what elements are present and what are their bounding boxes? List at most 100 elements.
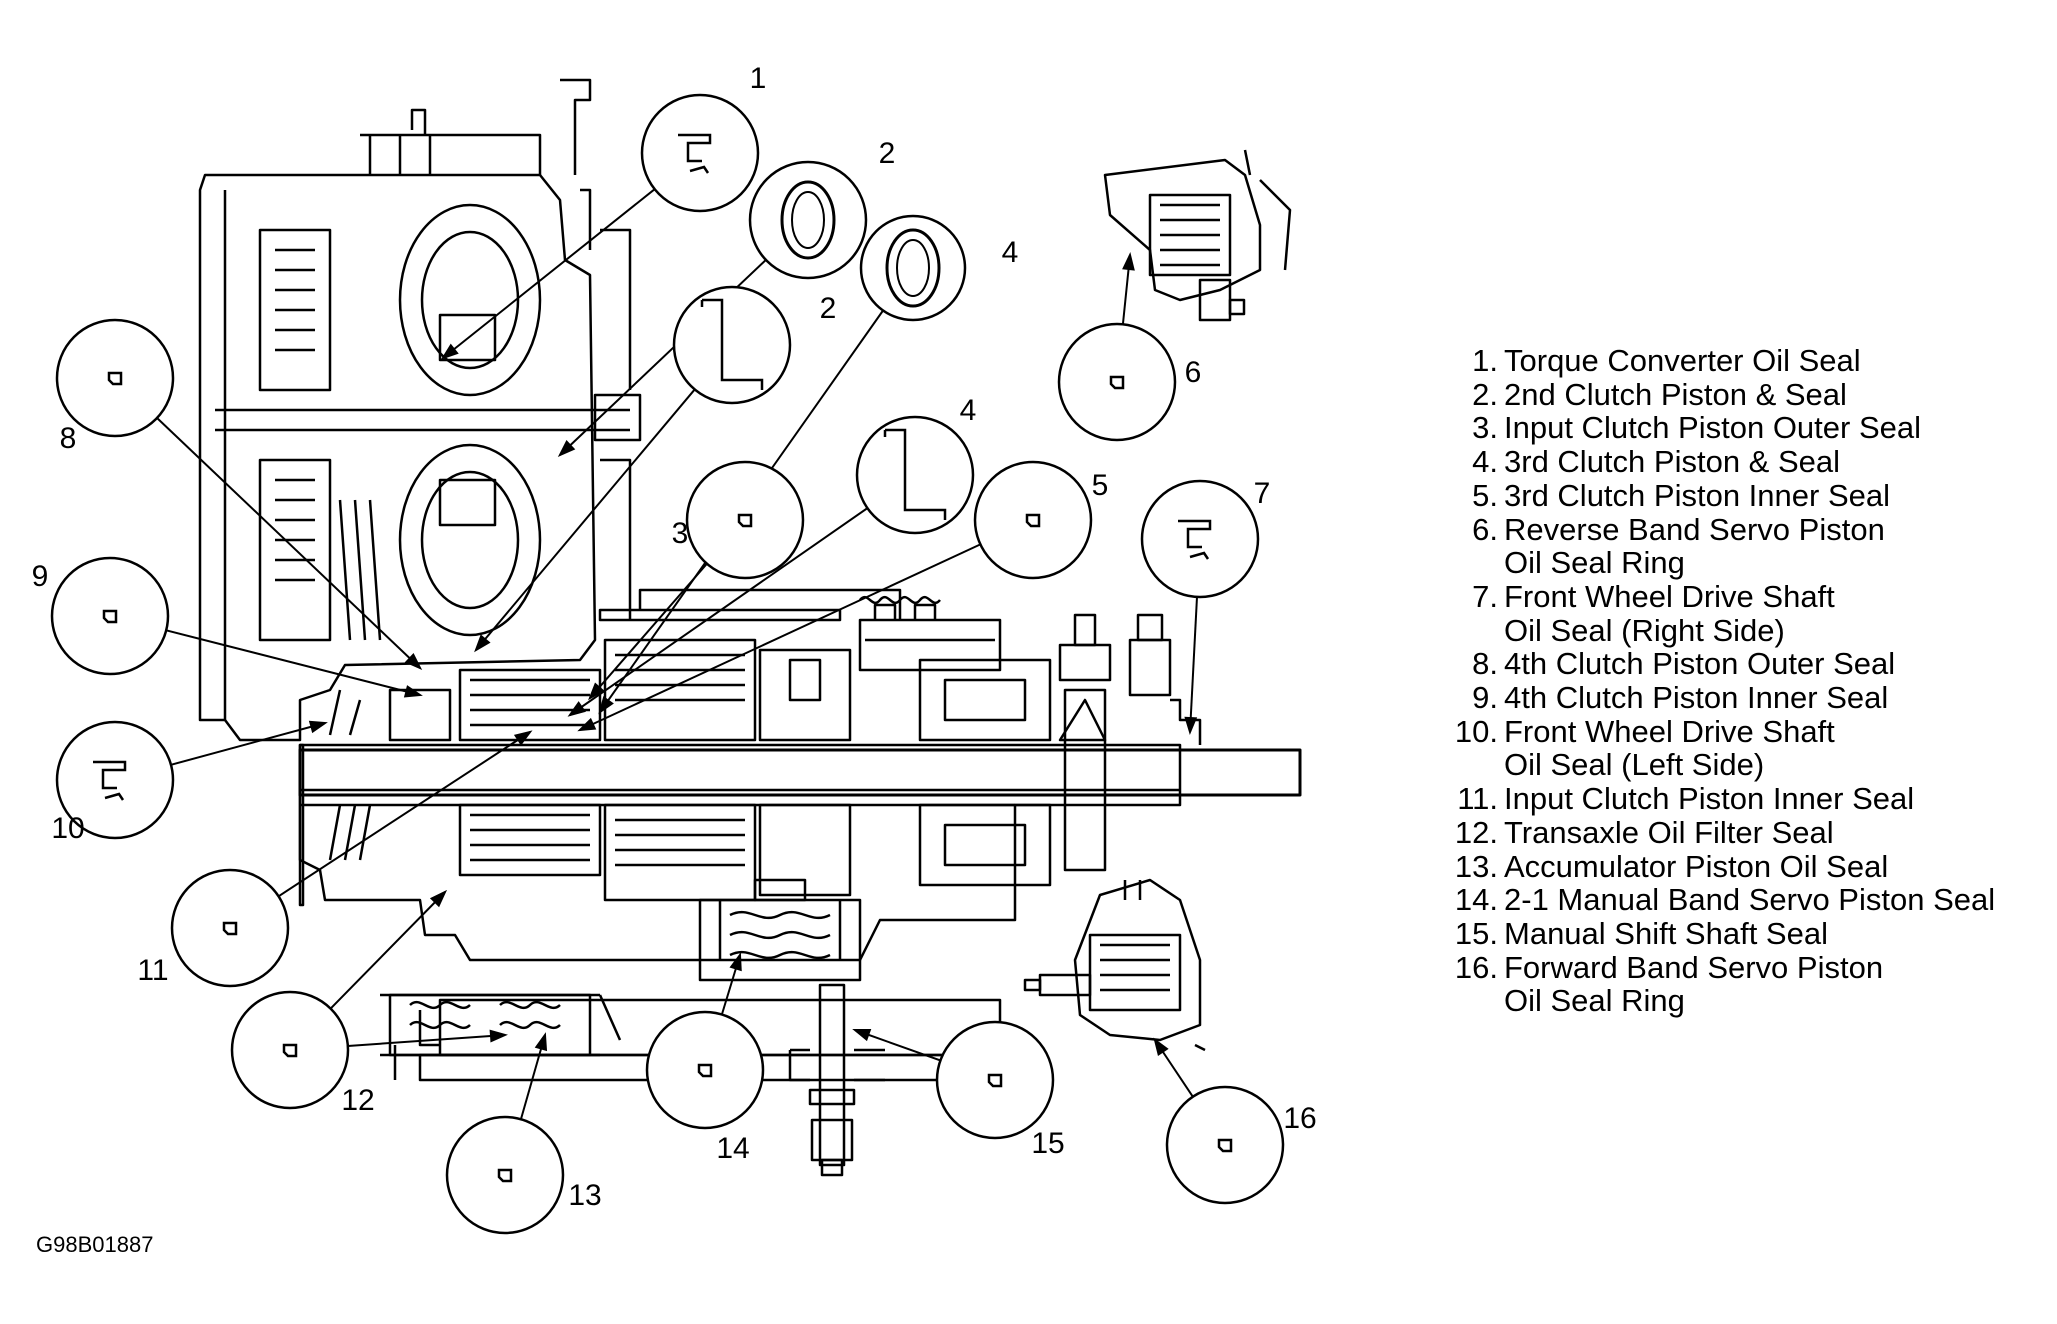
callout-number: 3 — [672, 517, 689, 550]
legend-item-number: 9. — [1472, 680, 1498, 716]
legend-item: 15.Manual Shift Shaft Seal — [1455, 917, 2046, 951]
legend-item-text: Torque Converter Oil Seal — [1500, 344, 2046, 378]
legend-item-line: Transaxle Oil Filter Seal — [1504, 814, 1834, 850]
callout-number: 14 — [716, 1132, 749, 1165]
legend-item-text: 3rd Clutch Piston Inner Seal — [1500, 479, 2046, 513]
detail-circle-12: 12 — [230, 990, 375, 1117]
piston-profile-icon — [883, 428, 947, 520]
seal-section-icon — [737, 513, 753, 528]
seal-section-icon — [1109, 375, 1125, 390]
legend-item: 3.Input Clutch Piston Outer Seal — [1456, 411, 2046, 445]
leader-line-15-16 — [854, 1029, 941, 1062]
legend-item-line: Oil Seal Ring — [1504, 545, 1685, 581]
legend-item: 8.4th Clutch Piston Outer Seal — [1456, 647, 2046, 681]
detail-circle-outline — [1165, 1085, 1285, 1205]
legend-item-line: Front Wheel Drive Shaft — [1504, 578, 1835, 614]
detail-circle-outline — [973, 460, 1093, 580]
detail-circle-outline — [685, 460, 805, 580]
callout-number: 4 — [960, 394, 977, 427]
seal-section-icon — [1217, 1138, 1233, 1153]
legend-item: 2.2nd Clutch Piston & Seal — [1456, 378, 2046, 412]
detail-circle-5: 5 — [973, 460, 1109, 580]
detail-circle-outline — [50, 556, 170, 676]
legend-item-text: 2nd Clutch Piston & Seal — [1500, 378, 2046, 412]
seal-section-icon — [497, 1168, 513, 1183]
legend-item-number: 6. — [1472, 511, 1498, 547]
leader-line-9-10 — [165, 629, 421, 696]
callout-number: 5 — [1092, 469, 1109, 502]
legend-item-line: 2nd Clutch Piston & Seal — [1504, 376, 1847, 412]
legend-item-line: Front Wheel Drive Shaft — [1504, 713, 1835, 749]
legend-item-text: Accumulator Piston Oil Seal — [1500, 849, 2046, 884]
legend-item-text: Input Clutch Piston Outer Seal — [1500, 411, 2046, 445]
legend-item-line: 3rd Clutch Piston Inner Seal — [1504, 477, 1890, 513]
legend-item-line: 4th Clutch Piston Inner Seal — [1504, 680, 1889, 716]
callout-number: 7 — [1254, 477, 1271, 510]
legend-item-text: 2-1 Manual Band Servo Piston Seal — [1500, 883, 2046, 917]
detail-circle-outline — [1057, 322, 1177, 442]
leader-line-7-8-arrowhead — [1184, 716, 1198, 735]
leader-line-3-3-arrowhead — [588, 682, 605, 701]
callout-number: 4 — [1002, 236, 1019, 269]
detail-circle-8: 8 — [55, 318, 175, 455]
leader-line-extra-0-arrowhead — [489, 1029, 508, 1043]
leader-lines — [156, 188, 1198, 1120]
leader-line-extra-0 — [347, 1034, 506, 1047]
legend-item-text: Manual Shift Shaft Seal — [1500, 917, 2046, 951]
seal-lip-profile-icon — [678, 133, 712, 174]
legend-item-line: Oil Seal (Left Side) — [1504, 747, 1765, 783]
seal-section-icon — [987, 1073, 1003, 1088]
leader-line-14-15-arrowhead — [729, 952, 742, 972]
detail-circle-14: 14 — [645, 1010, 765, 1165]
callout-number: 12 — [341, 1084, 374, 1117]
legend-item: 14.2-1 Manual Band Servo Piston Seal — [1455, 883, 2046, 917]
legend-item-line: Input Clutch Piston Inner Seal — [1504, 781, 1915, 817]
ring-seal-icon — [791, 191, 825, 249]
legend-item-line: Torque Converter Oil Seal — [1504, 343, 1861, 378]
detail-circle-3: 3 — [672, 460, 805, 580]
legend-item-line: Manual Shift Shaft Seal — [1504, 915, 1828, 951]
leader-line-4-5-arrowhead — [567, 701, 586, 717]
callout-number: 8 — [60, 422, 77, 455]
detail-circle-outline — [55, 318, 175, 438]
detail-circle-outline — [1140, 479, 1260, 599]
leader-line-1-0-arrowhead — [440, 343, 459, 360]
seal-section-icon — [697, 1063, 713, 1078]
legend-item-text: 4th Clutch Piston Inner Seal — [1500, 681, 2046, 715]
leader-line-2-1-arrowhead — [557, 440, 576, 458]
legend-item: 4.3rd Clutch Piston & Seal — [1456, 445, 2046, 479]
detail-circle-outline — [55, 720, 175, 840]
detail-circle-15: 15 — [935, 1020, 1065, 1160]
detail-circle-outline — [645, 1010, 765, 1130]
leader-line-8-9-arrowhead — [404, 653, 423, 671]
seal-section-icon — [222, 921, 238, 936]
callout-number: 15 — [1031, 1127, 1064, 1160]
leader-line-5-6-arrowhead — [577, 717, 597, 732]
detail-circle-outline — [230, 990, 350, 1110]
legend-item-number: 14. — [1454, 882, 1498, 918]
callout-number: 10 — [51, 812, 84, 845]
leader-line-13-14-arrowhead — [534, 1032, 548, 1052]
detail-circle-10: 10 — [51, 720, 175, 845]
legend-item-line: Oil Seal (Right Side) — [1504, 612, 1785, 648]
detail-circle-outline — [935, 1020, 1055, 1140]
seal-section-icon — [282, 1043, 298, 1058]
leader-line-11-12-arrowhead — [513, 730, 533, 746]
detail-circle-16: 16 — [1165, 1085, 1317, 1205]
callout-number: 16 — [1283, 1102, 1316, 1135]
detail-circle-outline — [445, 1115, 565, 1235]
legend-item-text: Input Clutch Piston Inner Seal — [1500, 782, 2046, 816]
seal-lip-profile-icon — [1178, 519, 1212, 560]
legend-item-number: 15. — [1454, 915, 1498, 951]
legend-item-line: Oil Seal Ring — [1504, 983, 1685, 1019]
detail-circle-2: 2 — [748, 137, 895, 280]
detail-circle-outline — [170, 868, 290, 988]
leader-line-9-10-arrowhead — [403, 685, 423, 698]
leader-line-11-12 — [278, 731, 531, 898]
legend-item: 11.Input Clutch Piston Inner Seal — [1456, 782, 2046, 816]
